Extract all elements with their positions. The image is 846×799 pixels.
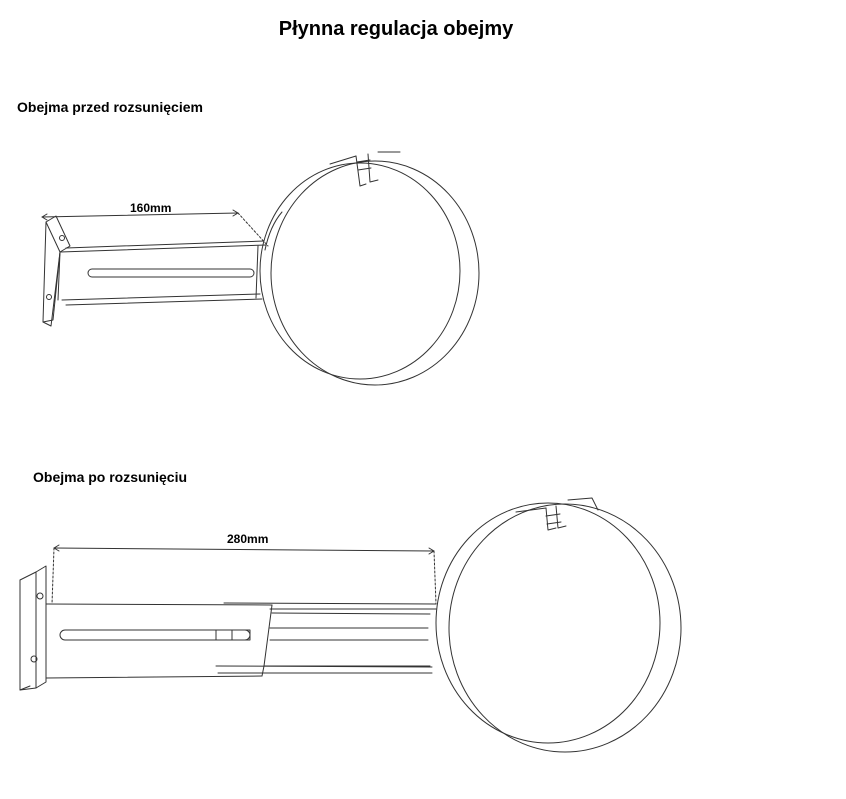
bracket-arm-inner-after [215,602,437,674]
dimension-line-after: 280mm [51,532,437,605]
page-title: Płynna regulacja obejmy [278,18,514,40]
bracket-arm-before [57,240,267,306]
clamp-after-drawing: 280mm [19,497,682,753]
section-label-after: Obejma po rozsunięciu [33,469,188,485]
dimension-label-before: 160mm [130,201,171,215]
wall-plate-after [19,565,47,691]
clamp-ring-after [435,497,682,753]
clamp-ring-before [259,151,480,386]
bracket-arm-outer-after [45,603,273,679]
wall-plate-before [42,215,71,327]
clamp-before-drawing: 160mm [41,151,480,386]
dimension-label-after: 280mm [227,532,268,546]
dimension-line-before: 160mm [41,201,269,247]
section-label-before: Obejma przed rozsunięciem [17,99,203,115]
